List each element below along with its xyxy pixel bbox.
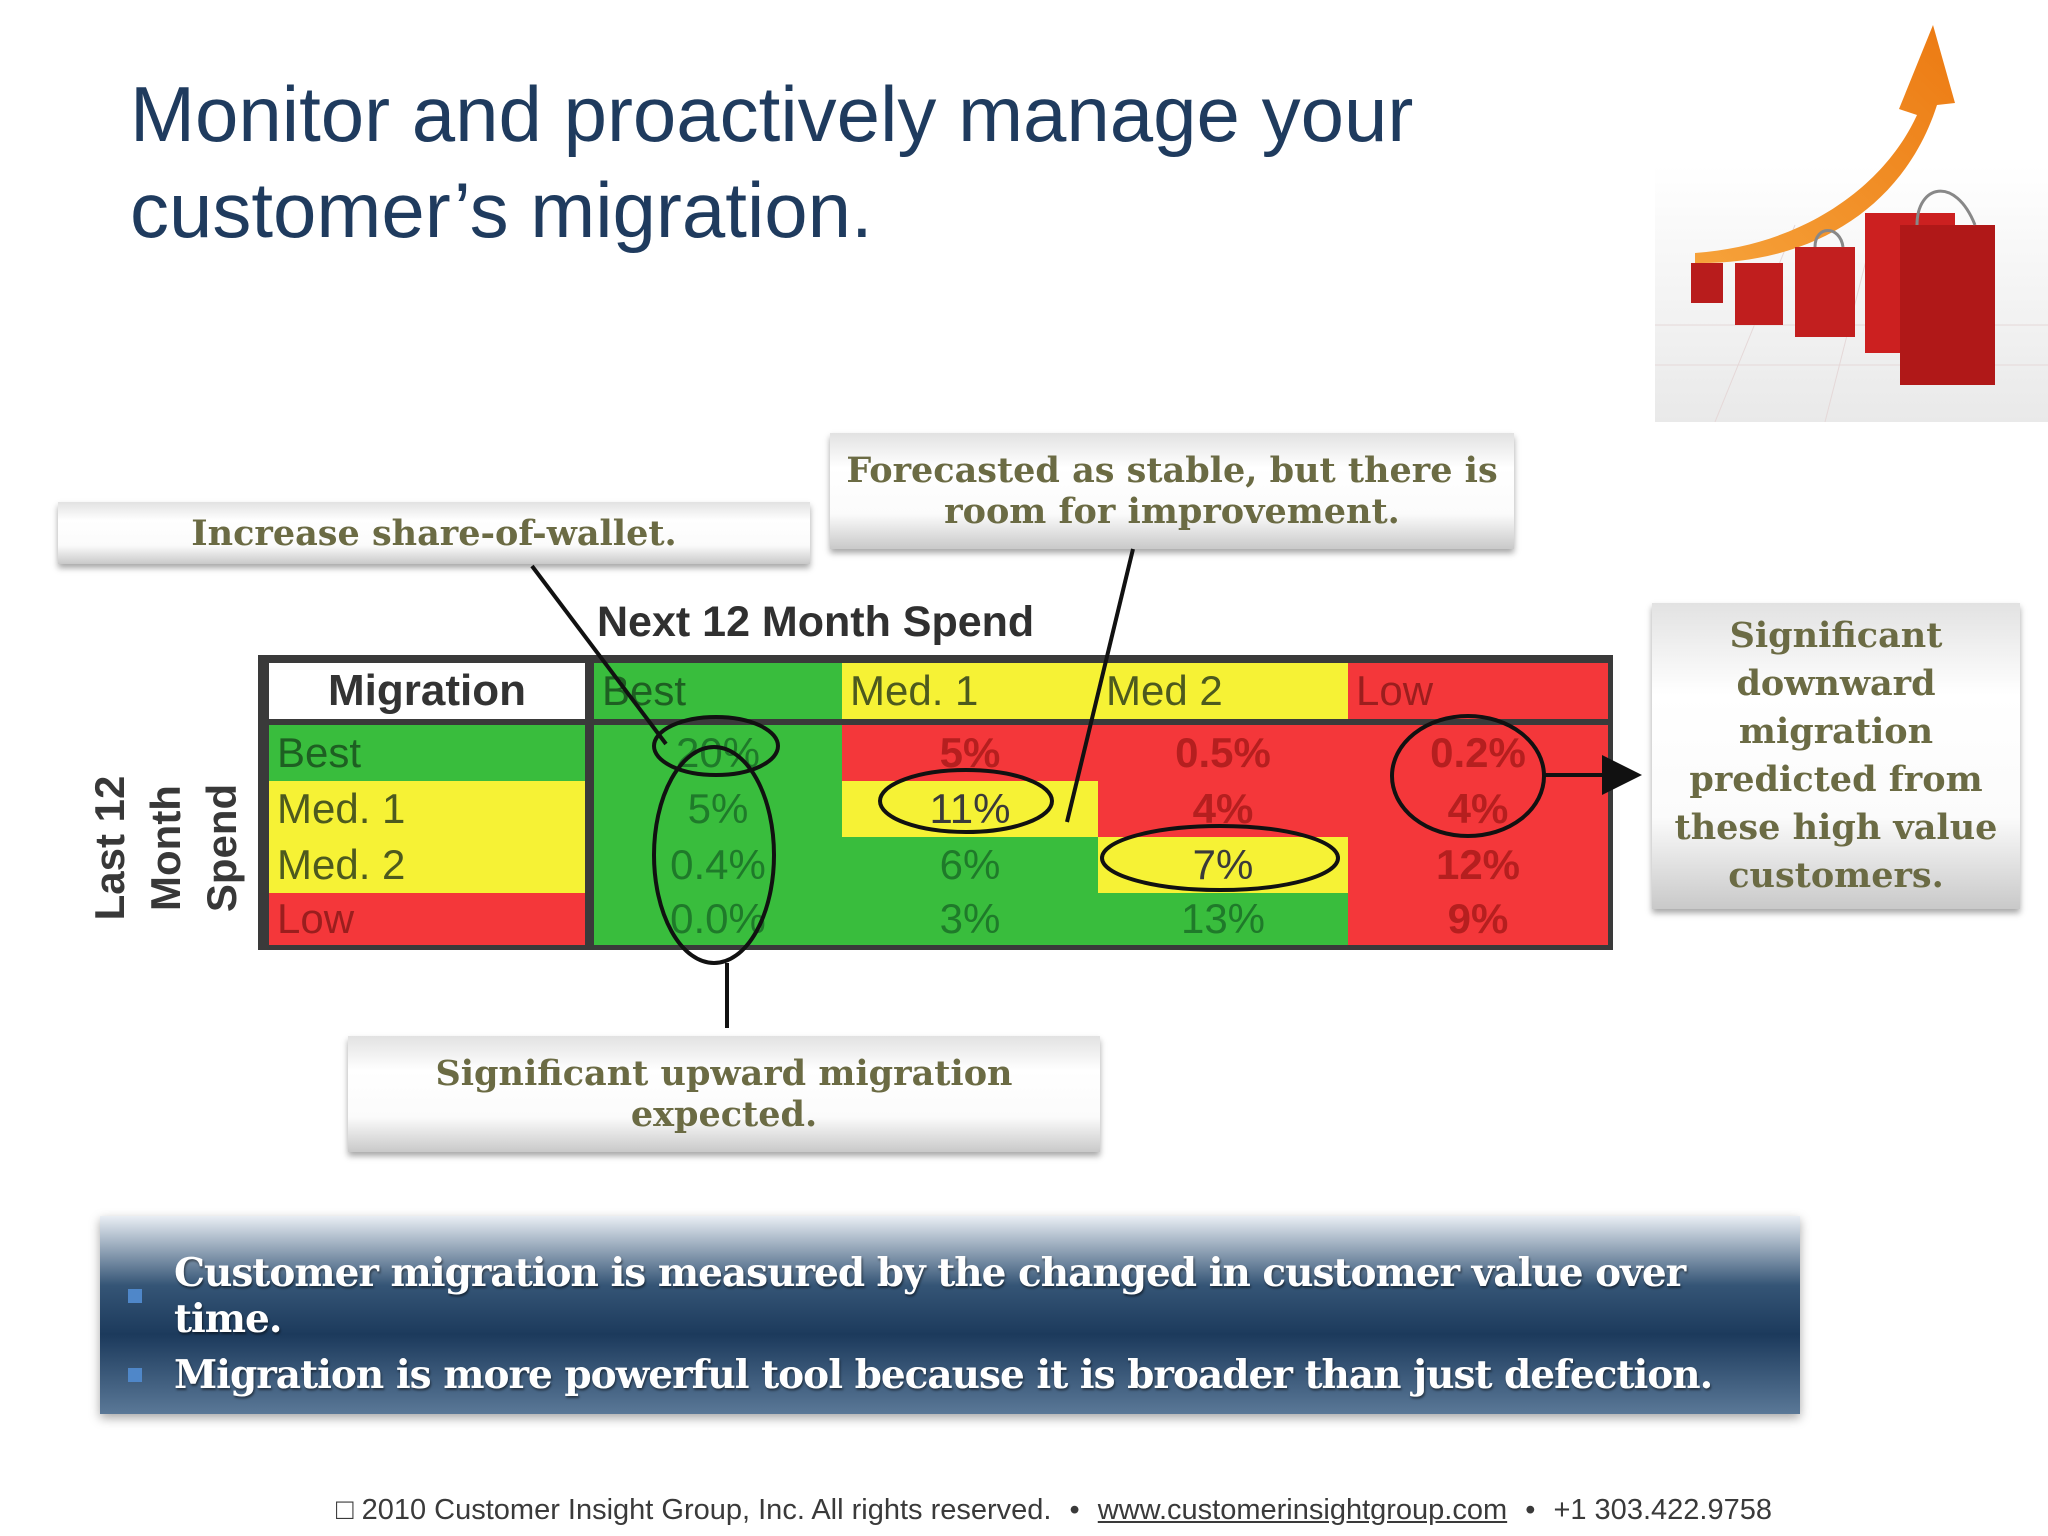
callout-upward-migration: Significant upward migration expected. xyxy=(348,1036,1100,1152)
matrix-cell: 12% xyxy=(1348,837,1608,893)
column-header-med2: Med 2 xyxy=(1098,663,1348,719)
row-label-low: Low xyxy=(269,893,585,945)
matrix-cell: 5% xyxy=(594,781,842,837)
bullet-item: Customer migration is measured by the ch… xyxy=(100,1250,1800,1342)
matrix-cell: 4% xyxy=(1348,781,1608,837)
migration-matrix: Migration Best Med. 1 Med 2 Low Best Med… xyxy=(258,655,1613,950)
matrix-cell: 7% xyxy=(1098,837,1348,893)
column-axis-title: Next 12 Month Spend xyxy=(597,598,1035,646)
callout-share-of-wallet: Increase share-of-wallet. xyxy=(58,502,810,564)
matrix-cell: 11% xyxy=(842,781,1098,837)
column-header-med1: Med. 1 xyxy=(842,663,1098,719)
row-axis-title: Last 12 Month Spend xyxy=(86,775,245,920)
matrix-cell: 0.0% xyxy=(594,893,842,945)
matrix-cell: 0.5% xyxy=(1098,725,1348,781)
key-points-box: Customer migration is measured by the ch… xyxy=(100,1216,1800,1414)
matrix-cell: 0.2% xyxy=(1348,725,1608,781)
column-header-best: Best xyxy=(594,663,842,719)
copyright-text: □ 2010 Customer Insight Group, Inc. All … xyxy=(336,1494,1052,1526)
website-link[interactable]: www.customerinsightgroup.com xyxy=(1097,1494,1508,1526)
matrix-cell: 13% xyxy=(1098,893,1348,945)
row-label-med2: Med. 2 xyxy=(269,837,585,893)
matrix-corner-label: Migration xyxy=(269,663,585,719)
footer: □ 2010 Customer Insight Group, Inc. All … xyxy=(336,1494,1772,1526)
row-label-best: Best xyxy=(269,725,585,781)
matrix-cell: 3% xyxy=(842,893,1098,945)
matrix-cell: 20% xyxy=(594,725,842,781)
page-title: Monitor and proactively manage your cust… xyxy=(130,70,1414,254)
callout-downward-migration: Significant downward migration predicted… xyxy=(1652,603,2020,909)
callout-forecasted-stable: Forecasted as stable, but there is room … xyxy=(830,433,1514,549)
matrix-cell: 4% xyxy=(1098,781,1348,837)
column-header-low: Low xyxy=(1348,663,1608,719)
matrix-cell: 9% xyxy=(1348,893,1608,945)
row-label-med1: Med. 1 xyxy=(269,781,585,837)
matrix-cell: 0.4% xyxy=(594,837,842,893)
bullet-item: Migration is more powerful tool because … xyxy=(100,1352,1800,1398)
matrix-cell: 6% xyxy=(842,837,1098,893)
square-bullet-icon xyxy=(128,1289,142,1303)
shopping-bags-arrow-illustration xyxy=(1655,25,2048,422)
matrix-cell: 5% xyxy=(842,725,1098,781)
square-bullet-icon xyxy=(128,1368,142,1382)
phone-number: +1 303.422.9758 xyxy=(1553,1494,1772,1526)
